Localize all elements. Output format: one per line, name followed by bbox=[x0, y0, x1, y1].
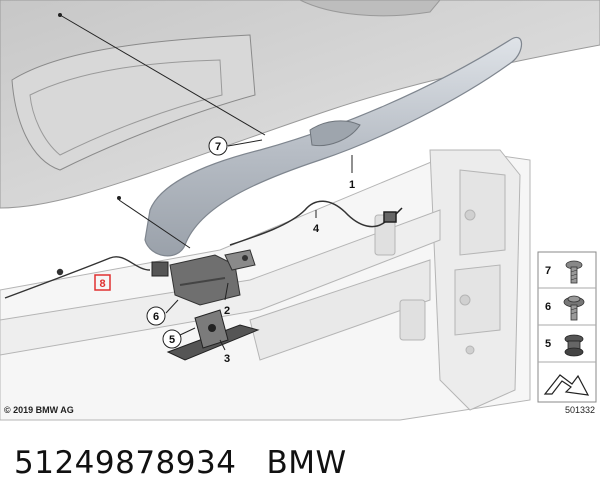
legend-item-5: 5 bbox=[545, 334, 584, 357]
callout-7: 7 bbox=[208, 136, 228, 156]
legend-item-6: 6 bbox=[545, 295, 585, 321]
license-plate-recess bbox=[11, 34, 256, 171]
part-caption: 51249878934 BMW bbox=[14, 438, 347, 488]
screw-icon bbox=[565, 260, 583, 284]
callout-6: 6 bbox=[146, 306, 166, 326]
svg-text:6: 6 bbox=[545, 301, 551, 313]
small-parts-legend: 7 6 5 bbox=[537, 251, 597, 403]
callout-4: 4 bbox=[313, 223, 320, 235]
leader-lines bbox=[58, 13, 353, 351]
cable-part-4 bbox=[229, 200, 403, 246]
flange-screw-icon bbox=[563, 295, 585, 321]
callout-8-highlighted: 8 bbox=[94, 274, 111, 291]
svg-text:5: 5 bbox=[545, 338, 551, 350]
cable-part-8 bbox=[4, 256, 151, 299]
part-number: 51249878934 bbox=[14, 445, 237, 481]
parts-diagram: 7 1 4 2 3 6 5 8 7 bbox=[0, 0, 600, 421]
callout-1: 1 bbox=[349, 179, 355, 191]
svg-text:7: 7 bbox=[215, 141, 221, 153]
lock-actuator-part-2 bbox=[151, 249, 256, 306]
trim-handle-part-1 bbox=[144, 37, 523, 257]
legend-item-7: 7 bbox=[545, 260, 583, 284]
clip-nut-icon bbox=[564, 334, 584, 357]
copyright-notice: © 2019 BMW AG bbox=[4, 405, 74, 415]
rear-badge-area bbox=[299, 0, 441, 17]
svg-text:6: 6 bbox=[153, 311, 159, 323]
callouts: 7 1 4 2 3 6 5 8 bbox=[94, 136, 355, 365]
tailgate-panel bbox=[0, 0, 600, 209]
inner-frame bbox=[0, 149, 531, 421]
callout-3: 3 bbox=[224, 353, 230, 365]
brand-name: BMW bbox=[266, 445, 347, 481]
callout-5: 5 bbox=[162, 329, 182, 349]
svg-text:7: 7 bbox=[545, 265, 551, 277]
direction-arrow-icon bbox=[543, 374, 590, 396]
image-number: 501332 bbox=[565, 405, 595, 415]
bracket-part-3 bbox=[166, 309, 260, 361]
highlight-box bbox=[94, 274, 111, 291]
svg-text:8: 8 bbox=[99, 278, 105, 290]
svg-text:5: 5 bbox=[169, 334, 175, 346]
callout-2: 2 bbox=[224, 305, 230, 317]
mini-logo-emblem bbox=[309, 120, 361, 147]
